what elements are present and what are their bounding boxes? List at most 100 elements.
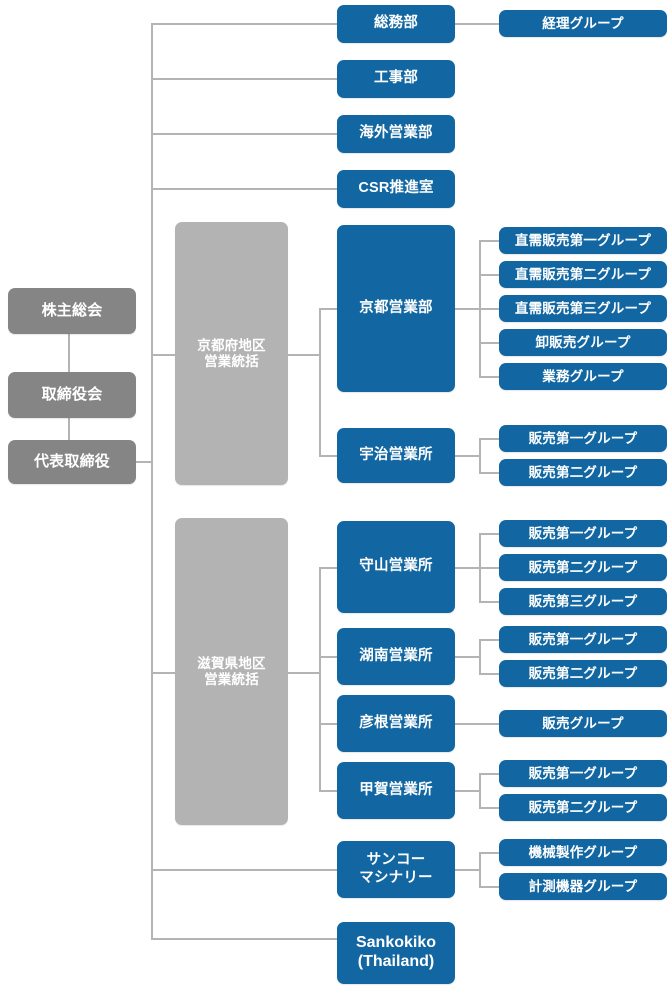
node-label: 取締役会: [41, 386, 103, 404]
connector-moriyama-group-3: [479, 601, 499, 603]
node-machine-manufacturing-group[interactable]: 機械製作グループ: [499, 839, 667, 866]
connector-hikone-group: [455, 723, 499, 725]
node-wholesale-group[interactable]: 卸販売グループ: [499, 329, 667, 356]
node-hikone-sales-office[interactable]: 彦根営業所: [337, 695, 455, 752]
connector-shiga-to-koka: [319, 790, 339, 792]
node-uji-sales-group-2[interactable]: 販売第二グループ: [499, 459, 667, 486]
node-label: 代表取締役: [33, 453, 110, 471]
node-label: 彦根営業所: [359, 714, 433, 731]
connector-trunk-kyoto-region: [151, 354, 175, 356]
node-label: 工事部: [373, 70, 419, 87]
node-sanko-machinery[interactable]: サンコー マシナリー: [337, 841, 455, 898]
node-label: 販売グループ: [542, 715, 624, 731]
connector-trunk-csr: [151, 188, 339, 190]
node-label: 販売第一グループ: [528, 765, 638, 781]
connector-konan-group-1: [479, 639, 499, 641]
connector-konan-groups-bus: [479, 639, 481, 673]
node-sankokiko-thailand[interactable]: Sankokiko (Thailand): [337, 922, 455, 984]
connector-moriyama-group-2: [479, 567, 499, 569]
node-general-affairs-dept[interactable]: 総務部: [337, 5, 455, 43]
node-uji-sales-office[interactable]: 宇治営業所: [337, 428, 455, 483]
connector-uji-group-1: [479, 438, 499, 440]
node-shiga-region-sales-control[interactable]: 滋賀県地区 営業統括: [175, 518, 288, 825]
connector-koka-stem: [455, 790, 480, 792]
main-trunk-line: [151, 23, 153, 939]
node-representative-director[interactable]: 代表取締役: [8, 440, 136, 484]
node-overseas-sales-dept[interactable]: 海外営業部: [337, 115, 455, 153]
node-moriyama-sales-group-1[interactable]: 販売第一グループ: [499, 520, 667, 547]
node-kyoto-sales-dept[interactable]: 京都営業部: [337, 225, 455, 392]
connector-soumu-keiri: [455, 23, 499, 25]
node-konan-sales-group-1[interactable]: 販売第一グループ: [499, 626, 667, 653]
connector-machinery-group-1: [479, 852, 499, 854]
node-shareholders-meeting[interactable]: 株主総会: [8, 288, 136, 334]
connector-konan-group-2: [479, 673, 499, 675]
node-label: 経理グループ: [542, 15, 624, 31]
node-label: 販売第二グループ: [528, 665, 638, 681]
node-moriyama-sales-group-2[interactable]: 販売第二グループ: [499, 554, 667, 581]
node-koka-sales-group-1[interactable]: 販売第一グループ: [499, 760, 667, 787]
node-label: 販売第二グループ: [528, 559, 638, 575]
node-label: 京都府地区 営業統括: [197, 337, 266, 369]
connector-trunk-machinery: [151, 869, 339, 871]
connector-shiga-to-moriyama: [319, 567, 339, 569]
connector-trunk-thailand: [151, 938, 339, 940]
node-label: 販売第一グループ: [528, 631, 638, 647]
connector-kyoto-offices-bus: [319, 308, 321, 455]
node-label: 宇治営業所: [359, 446, 433, 463]
node-direct-sales-group-3[interactable]: 直需販売第三グループ: [499, 295, 667, 322]
connector-trunk-koji: [151, 78, 339, 80]
node-direct-sales-group-2[interactable]: 直需販売第二グループ: [499, 261, 667, 288]
node-label: 卸販売グループ: [535, 334, 631, 350]
node-label: 機械製作グループ: [528, 844, 638, 860]
node-moriyama-sales-group-3[interactable]: 販売第三グループ: [499, 588, 667, 615]
connector-trunk-soumu: [151, 23, 339, 25]
node-koka-sales-group-2[interactable]: 販売第二グループ: [499, 794, 667, 821]
node-konan-sales-office[interactable]: 湖南営業所: [337, 628, 455, 685]
node-uji-sales-group-1[interactable]: 販売第一グループ: [499, 425, 667, 452]
node-label: 販売第二グループ: [528, 464, 638, 480]
connector-uji-group-2: [479, 472, 499, 474]
node-direct-sales-group-1[interactable]: 直需販売第一グループ: [499, 227, 667, 254]
node-label: サンコー マシナリー: [359, 852, 433, 886]
connector-trunk-kaigai: [151, 133, 339, 135]
connector-kyoto-group-1: [479, 240, 499, 242]
node-label: 守山営業所: [359, 558, 433, 575]
connector-moriyama-group-1: [479, 533, 499, 535]
connector-kyoto-to-uji: [319, 455, 339, 457]
connector-kyoto-to-kyotoeigyou: [319, 308, 339, 310]
node-label: 販売第二グループ: [528, 799, 638, 815]
connector-ceo-to-trunk: [136, 461, 153, 463]
connector-shiga-region-stem: [288, 672, 320, 674]
connector-uji-stem: [455, 455, 480, 457]
node-koka-sales-office[interactable]: 甲賀営業所: [337, 762, 455, 819]
node-label: 株主総会: [41, 302, 103, 320]
connector-konan-stem: [455, 656, 480, 658]
connector-koka-groups-bus: [479, 773, 481, 807]
connector-kyotoeigyou-stem: [455, 308, 480, 310]
node-label: CSR推進室: [358, 180, 434, 197]
node-measuring-instruments-group[interactable]: 計測機器グループ: [499, 873, 667, 900]
node-konan-sales-group-2[interactable]: 販売第二グループ: [499, 660, 667, 687]
node-hikone-sales-group[interactable]: 販売グループ: [499, 710, 667, 737]
connector-machinery-groups-bus: [479, 852, 481, 886]
node-moriyama-sales-office[interactable]: 守山営業所: [337, 521, 455, 613]
node-csr-promotion-office[interactable]: CSR推進室: [337, 170, 455, 208]
node-label: 直需販売第二グループ: [514, 266, 652, 282]
connector-shiga-offices-bus: [319, 567, 321, 790]
connector-machinery-stem: [455, 869, 480, 871]
node-label: 甲賀営業所: [359, 781, 433, 798]
node-label: 計測機器グループ: [528, 878, 638, 894]
node-accounting-group[interactable]: 経理グループ: [499, 10, 667, 37]
node-label: 直需販売第三グループ: [514, 300, 652, 316]
node-label: 海外営業部: [359, 125, 433, 142]
connector-moriyama-stem: [455, 567, 480, 569]
node-board-of-directors[interactable]: 取締役会: [8, 372, 136, 418]
connector-kyoto-group-4: [479, 342, 499, 344]
node-label: 直需販売第一グループ: [514, 232, 652, 248]
node-construction-dept[interactable]: 工事部: [337, 60, 455, 98]
node-kyoto-region-sales-control[interactable]: 京都府地区 営業統括: [175, 222, 288, 485]
node-label: 総務部: [373, 15, 419, 32]
connector-koka-group-1: [479, 773, 499, 775]
node-operations-group[interactable]: 業務グループ: [499, 363, 667, 390]
